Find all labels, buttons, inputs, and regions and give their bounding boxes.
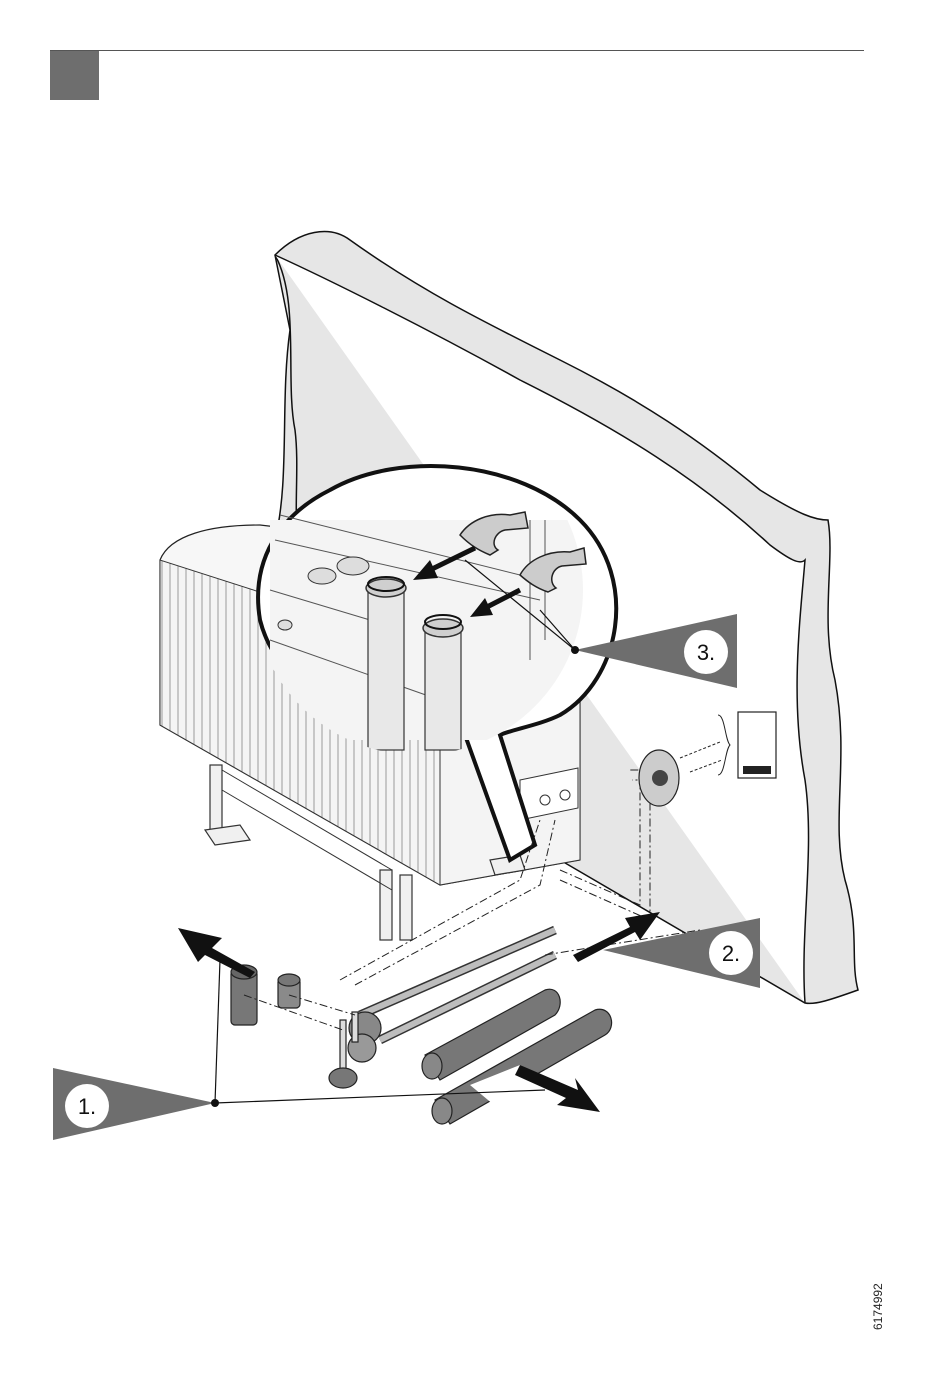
step-1-label: 1.	[78, 1094, 96, 1119]
wall-connection-plate	[639, 750, 679, 806]
document-id: 6174992	[871, 1280, 887, 1330]
callout-step-1: 1.	[53, 1068, 219, 1140]
step-3-label: 3.	[697, 640, 715, 665]
step-2-label: 2.	[722, 941, 740, 966]
